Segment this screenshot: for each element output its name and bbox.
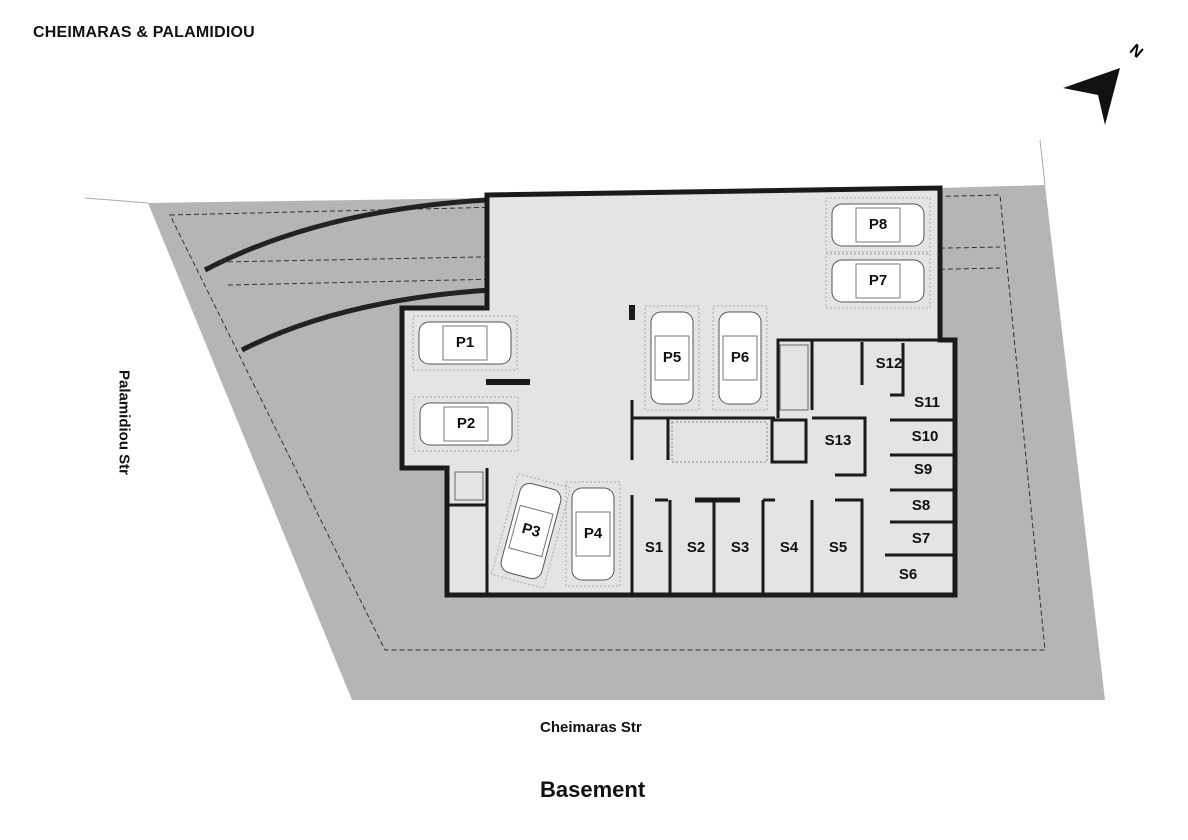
parking-label: P2 xyxy=(457,415,475,432)
parking-bay xyxy=(825,253,931,309)
north-arrow-icon: N xyxy=(1063,41,1146,125)
storage-label-s8: S8 xyxy=(912,497,930,514)
parking-label: P7 xyxy=(869,272,887,289)
parking-bay xyxy=(413,396,519,452)
staircase xyxy=(671,421,768,463)
site-boundary-line xyxy=(1039,139,1046,186)
parking-bay xyxy=(712,305,768,411)
parking-label: P4 xyxy=(584,525,603,542)
parking-space-p7: P7 xyxy=(825,253,931,309)
north-label: N xyxy=(1126,41,1146,61)
storage-label-s13: S13 xyxy=(825,432,852,449)
shaft xyxy=(454,471,484,501)
storage-label-s2: S2 xyxy=(687,539,705,556)
storage-label-s9: S9 xyxy=(914,461,932,478)
ramp-wall xyxy=(203,197,488,273)
parking-space-p6: P6 xyxy=(712,305,768,411)
storage-label-s4: S4 xyxy=(780,539,799,556)
parking-label: P6 xyxy=(731,349,749,366)
parking-space-p5: P5 xyxy=(644,305,700,411)
storage-label-s12: S12 xyxy=(876,355,903,372)
parking-space-p8: P8 xyxy=(825,197,931,253)
storage-label-s3: S3 xyxy=(731,539,749,556)
interior-walls xyxy=(447,195,955,595)
parking-space-p3: P3 xyxy=(490,473,572,589)
parking-label: P1 xyxy=(456,334,474,351)
floor-label: Basement xyxy=(540,777,646,802)
site-boundary-line xyxy=(84,197,149,204)
plan-title: CHEIMARAS & PALAMIDIOU xyxy=(33,24,255,41)
storage-label-s7: S7 xyxy=(912,530,930,547)
parking-bay xyxy=(565,481,621,587)
parking-label: P8 xyxy=(869,216,887,233)
storage-label-s11: S11 xyxy=(914,394,940,411)
parking-bay xyxy=(412,315,518,371)
storage-label-s6: S6 xyxy=(899,566,917,583)
parking-label: P5 xyxy=(663,349,681,366)
parking-space-p4: P4 xyxy=(565,481,621,587)
storage-label-s1: S1 xyxy=(645,539,663,556)
storage-label-s5: S5 xyxy=(829,539,847,556)
parking-label: P3 xyxy=(520,520,542,541)
parking-space-p1: P1 xyxy=(412,315,518,371)
parking-bay xyxy=(825,197,931,253)
ramp-wall xyxy=(240,287,491,353)
parking-space-p2: P2 xyxy=(413,396,519,452)
street-label-cheimaras: Cheimaras Str xyxy=(540,719,642,736)
elevator-shaft xyxy=(779,344,809,411)
storage-label-s10: S10 xyxy=(912,428,939,445)
parking-bay xyxy=(644,305,700,411)
